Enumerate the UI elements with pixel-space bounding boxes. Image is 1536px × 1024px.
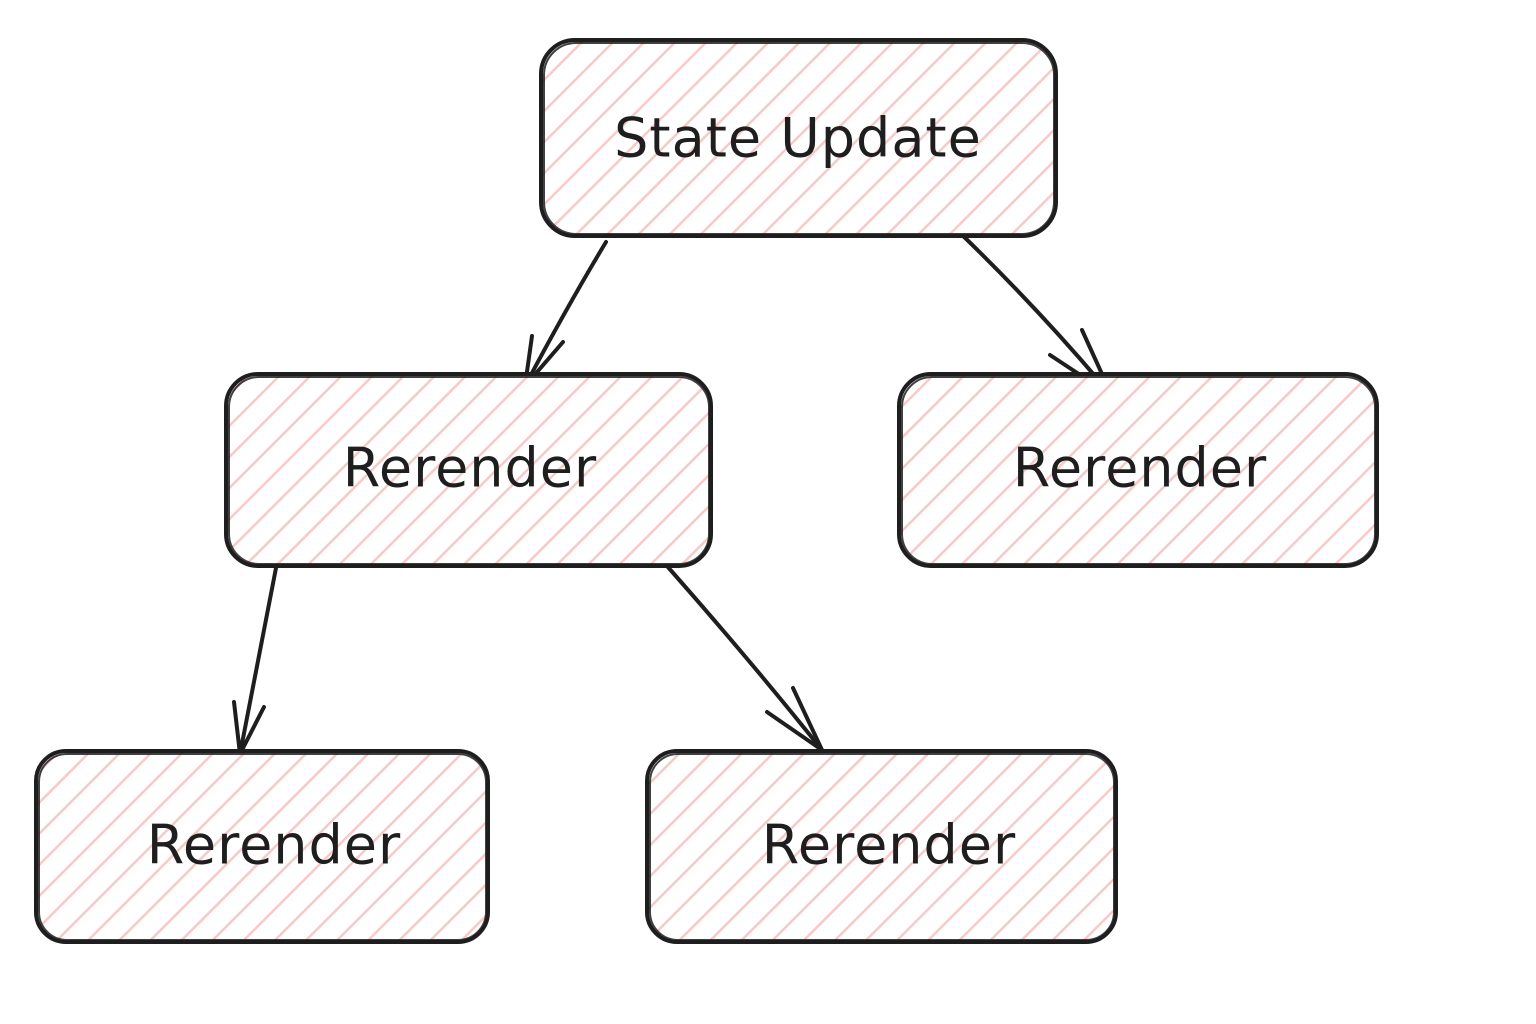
node-label: Rerender — [762, 814, 1016, 877]
node-box — [645, 749, 1118, 944]
node-state-update: State Update — [539, 38, 1058, 238]
edge-rerender-left-to-rerender-bottom-left — [232, 566, 278, 756]
node-label: State Update — [614, 107, 982, 170]
nodes: State Update Rerender Rerender Rerender … — [34, 38, 1379, 944]
edge-rerender-left-to-rerender-bottom-right — [665, 564, 824, 752]
node-rerender-bottom-right: Rerender — [645, 749, 1118, 944]
node-rerender-right: Rerender — [897, 372, 1379, 568]
node-box — [539, 38, 1058, 238]
node-box — [224, 372, 713, 568]
node-rerender-left: Rerender — [224, 372, 713, 568]
node-label: Rerender — [147, 814, 401, 877]
node-box — [34, 749, 490, 944]
edge-state-update-to-rerender-right — [955, 228, 1114, 398]
node-label: Rerender — [343, 437, 597, 500]
edge-state-update-to-rerender-left — [523, 240, 608, 388]
node-label: Rerender — [1013, 437, 1267, 500]
node-box — [897, 372, 1379, 568]
node-rerender-bottom-left: Rerender — [34, 749, 490, 944]
